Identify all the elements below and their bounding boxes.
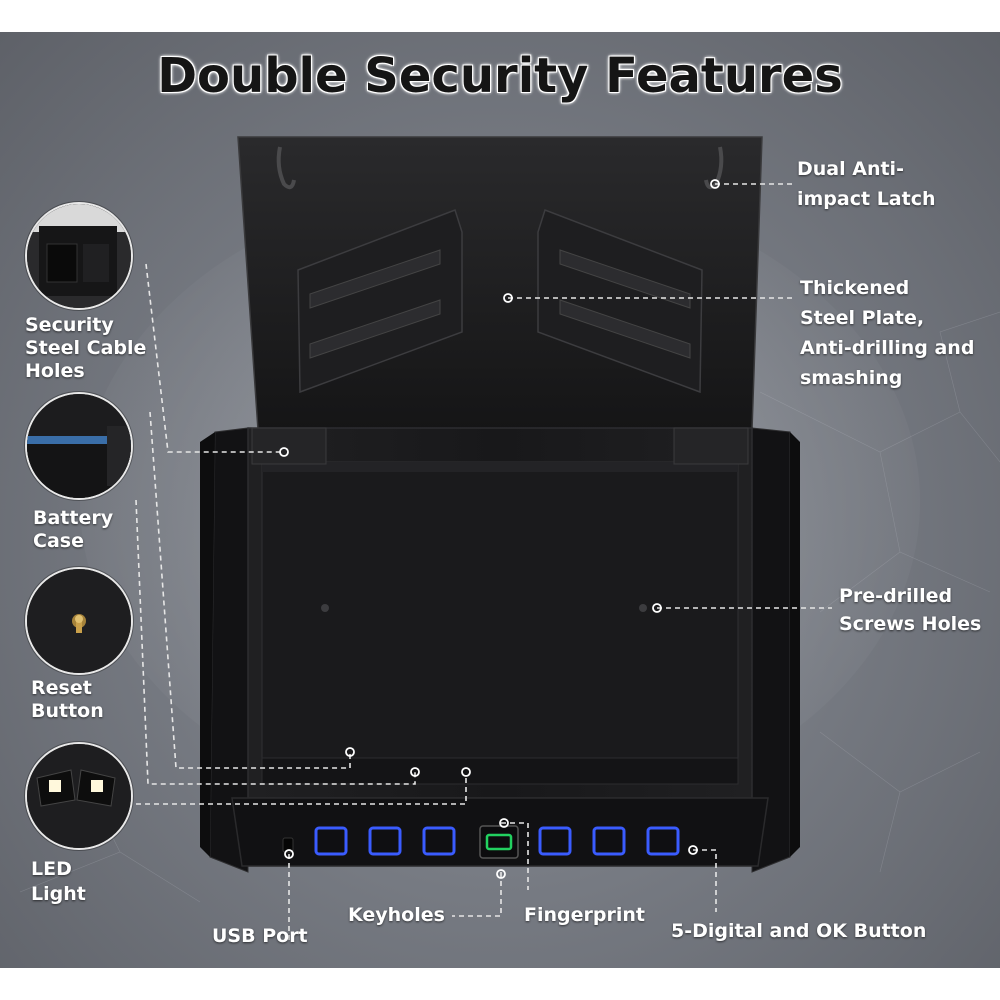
page-title: Double Security Features bbox=[157, 48, 843, 104]
label-keyholes: Keyholes bbox=[348, 904, 445, 926]
safe-lid bbox=[237, 136, 763, 431]
label-usb-port: USB Port bbox=[212, 925, 308, 947]
battery-case-detail bbox=[25, 392, 133, 500]
label-digital-buttons: 5-Digital and OK Button bbox=[671, 920, 927, 942]
led-light-detail bbox=[25, 742, 133, 850]
label-screw-holes: Pre-drilled Screws Holes bbox=[839, 585, 982, 635]
label-cable-holes: Security Steel Cable Holes bbox=[25, 314, 147, 382]
reset-button-detail bbox=[25, 567, 133, 675]
product-image bbox=[0, 32, 1000, 968]
label-steel-plate: Thickened Steel Plate, Anti-drilling and… bbox=[800, 277, 975, 389]
label-reset-button: Reset Button bbox=[31, 677, 104, 722]
label-battery-case: Battery Case bbox=[33, 507, 114, 552]
label-led-light: LED Light bbox=[31, 858, 86, 905]
cable-hole-detail bbox=[25, 202, 133, 310]
callout-lines bbox=[135, 183, 832, 944]
label-fingerprint: Fingerprint bbox=[524, 904, 645, 926]
safe-illustration bbox=[19, 136, 1000, 944]
safe-body bbox=[200, 427, 800, 873]
label-anti-impact-latch: Dual Anti- impact Latch bbox=[797, 158, 936, 210]
callout-dots bbox=[279, 179, 720, 879]
keypad bbox=[314, 825, 680, 859]
